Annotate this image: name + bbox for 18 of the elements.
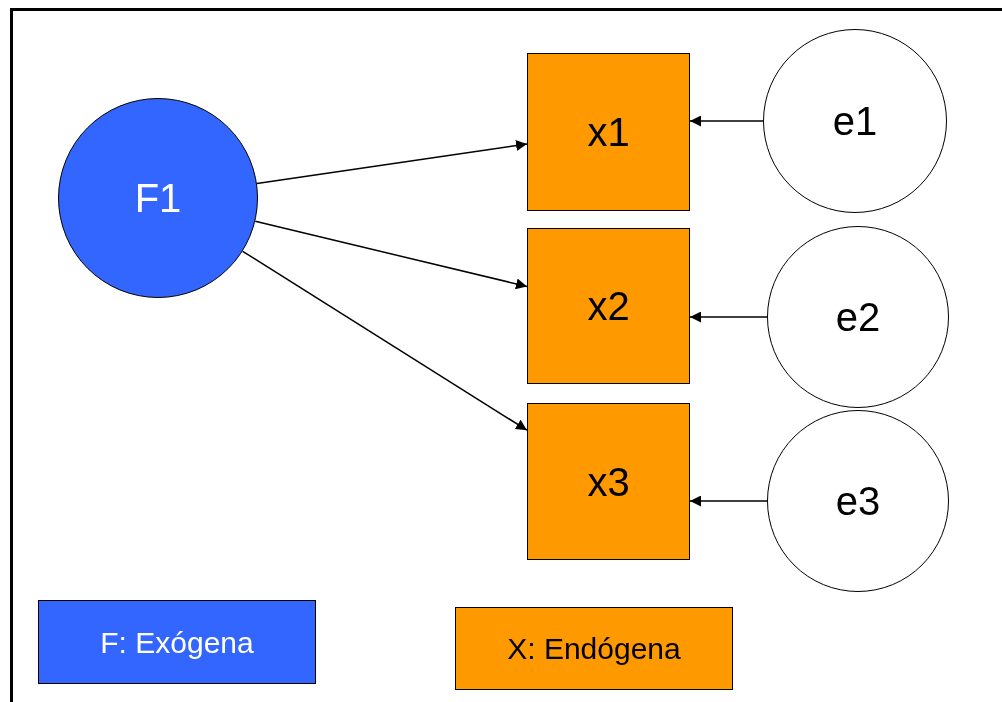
legend-swatch: F: Exógena [38,600,316,684]
node-label: e3 [835,481,881,521]
observed-box [527,228,690,384]
node-label: F1 [134,178,182,218]
arrow [689,311,768,323]
node-label: x1 [587,112,630,152]
node-label: x2 [587,286,630,326]
node-label: x3 [587,461,630,502]
arrow [689,115,764,127]
arrow [256,140,528,185]
arrow [241,250,528,431]
node-label: e1 [832,101,878,141]
legend-swatch: X: Endógena [455,607,733,690]
node-label: e2 [835,297,881,337]
arrow [254,220,528,290]
arrow [689,495,768,507]
observed-box [527,53,690,211]
observed-box [527,403,690,560]
